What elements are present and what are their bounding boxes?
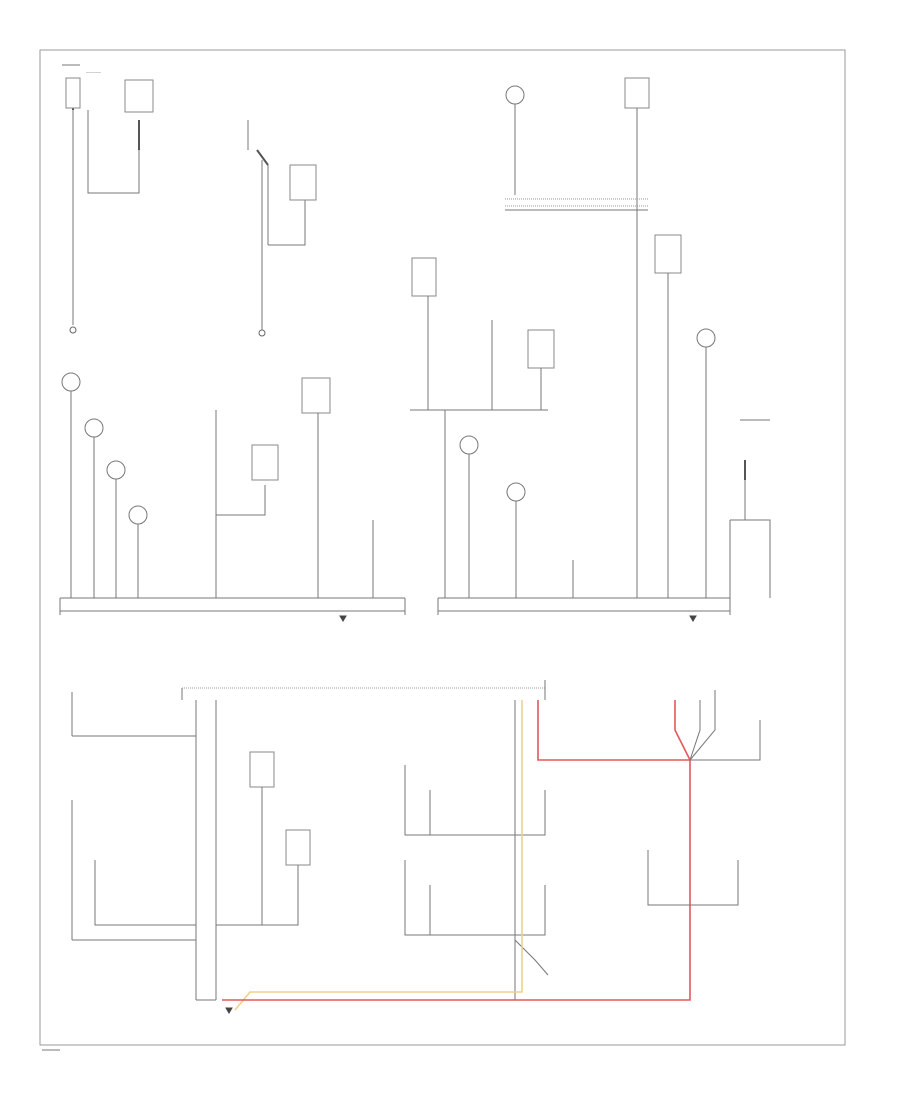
relay-box-icon	[654, 234, 682, 274]
lamp-icon	[696, 328, 716, 348]
module-box-icon	[301, 377, 331, 414]
module-box-icon	[624, 77, 650, 109]
diagram-frame	[39, 49, 846, 1046]
section-top-left: ———	[59, 64, 406, 622]
connector-icon	[258, 329, 266, 337]
ground-icon	[689, 615, 697, 622]
connector-icon	[69, 326, 77, 334]
lamp-icon	[505, 85, 525, 105]
switch-box-icon	[411, 257, 437, 297]
lamp-icon	[84, 418, 104, 438]
relay-box-icon	[527, 329, 555, 369]
lamp-icon	[506, 482, 526, 502]
yellow-wire	[234, 700, 523, 1011]
splice-icon	[225, 1007, 233, 1014]
lamp-icon	[128, 505, 148, 525]
lamp-icon	[459, 435, 479, 455]
battery-box-icon	[65, 77, 81, 109]
ground-icon	[339, 615, 347, 622]
lamp-icon	[106, 460, 126, 480]
transmission-box-icon	[124, 79, 154, 113]
lamp-icon	[61, 372, 81, 392]
module-box-icon	[249, 751, 275, 788]
section-bottom	[71, 680, 761, 1014]
section-top-right	[410, 77, 771, 622]
sensor-box-icon	[289, 164, 317, 201]
red-wire	[222, 760, 691, 1001]
switch-box-icon	[251, 444, 279, 481]
module-box-icon	[285, 829, 311, 866]
red-wire	[674, 700, 691, 761]
svg-text:———: ———	[86, 70, 101, 76]
red-wire	[537, 700, 690, 761]
